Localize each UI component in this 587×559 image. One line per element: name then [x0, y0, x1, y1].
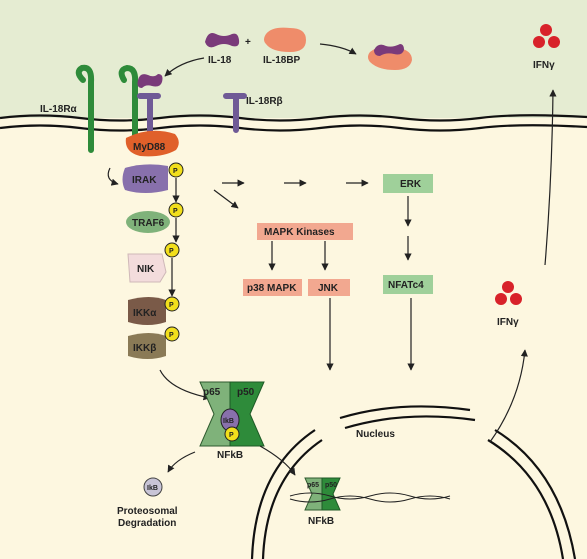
phospho-irak	[168, 162, 184, 178]
phospho-nik	[164, 242, 180, 258]
nfatc4-label: NFATc4	[388, 280, 424, 291]
arrow-to-degradation	[167, 451, 196, 473]
il18r-alpha-label: IL-18Rα	[40, 104, 78, 115]
phospho-ikka	[164, 296, 180, 312]
phospho-traf6	[168, 202, 184, 218]
ikka-label: IKKα	[133, 308, 157, 319]
erk-box	[383, 174, 433, 193]
arrow-irak-to-mapk	[213, 189, 239, 209]
myd88-label: MyD88	[133, 142, 166, 153]
il18-il18bp-complex	[368, 44, 412, 70]
phospho-irak-label: P	[173, 168, 178, 175]
nuclear-p65-label: p65	[307, 482, 319, 489]
il18r-beta-label: IL-18Rβ	[246, 96, 283, 107]
ifn-mid-label: IFNγ	[497, 317, 519, 328]
dna-strands	[289, 492, 451, 503]
il18r-alpha-left	[75, 64, 95, 153]
extracellular-space	[0, 0, 587, 118]
nfkb-complex	[199, 381, 265, 447]
phospho-ikkb	[164, 326, 180, 342]
nuclear-nfkb-label: NFkB	[308, 516, 334, 527]
traf6-shape	[126, 211, 170, 233]
ifn-top-label: IFNγ	[533, 60, 555, 71]
jnk-label: JNK	[318, 283, 339, 294]
mapk-kinases-box	[257, 223, 353, 240]
il18-ligand	[205, 33, 240, 48]
p38-box	[243, 279, 302, 296]
arrow-nfkb-nucleus	[259, 445, 296, 476]
il18-label: IL-18	[208, 55, 232, 66]
erk-label: ERK	[400, 179, 422, 190]
arrow-nucleus-ifn	[489, 349, 528, 443]
il18r-beta-free	[223, 93, 247, 133]
plus-sign: +	[245, 37, 251, 48]
ikka-shape	[128, 297, 166, 325]
nfatc4-box	[383, 275, 433, 294]
phospho-traf6-label: P	[173, 208, 178, 215]
p38-label: p38 MAPK	[247, 283, 297, 294]
ikb-degrade-label: IkB	[147, 485, 158, 492]
cytoplasm	[0, 118, 587, 559]
p50-label: p50	[237, 387, 255, 398]
arrow-ikk-nfkb	[159, 369, 211, 401]
degradation-line2: Degradation	[118, 518, 176, 529]
nuclear-p50-label: p50	[325, 482, 337, 489]
arrow-ifn-secretion	[544, 89, 557, 266]
arrow-curve-to-irak	[107, 167, 119, 186]
jnk-box	[308, 279, 350, 296]
ikb-degrade-shape	[143, 477, 163, 497]
nik-shape	[127, 253, 167, 283]
myd88-shape	[125, 130, 179, 157]
degradation-line1: Proteosomal	[117, 506, 178, 517]
il18bp-label: IL-18BP	[263, 55, 301, 66]
irak-shape	[122, 164, 168, 193]
mapk-kinases-label: MAPK Kinases	[264, 227, 335, 238]
il18-bound	[137, 74, 163, 88]
il18r-alpha-bound	[118, 64, 139, 148]
phospho-nik-label: P	[169, 248, 174, 255]
nfkb-label: NFkB	[217, 450, 243, 461]
arrow-to-complex	[319, 43, 357, 55]
phospho-ikka-label: P	[169, 302, 174, 309]
nucleus-membrane	[250, 405, 577, 559]
il18bp-shape	[264, 27, 306, 52]
nucleus-label: Nucleus	[356, 429, 395, 440]
arrow-il18-to-receptor	[164, 57, 205, 77]
ikb-label: IkB	[223, 418, 234, 425]
p65-label: p65	[203, 387, 221, 398]
ikkb-shape	[128, 333, 166, 359]
phospho-ikb-label: P	[229, 432, 234, 439]
phospho-ikkb-label: P	[169, 332, 174, 339]
nik-label: NIK	[137, 264, 155, 275]
ikkb-label: IKKβ	[133, 343, 156, 354]
traf6-label: TRAF6	[132, 218, 165, 229]
irak-label: IRAK	[132, 175, 157, 186]
ifn-gamma-top	[533, 24, 560, 48]
ifn-gamma-mid	[495, 281, 522, 305]
